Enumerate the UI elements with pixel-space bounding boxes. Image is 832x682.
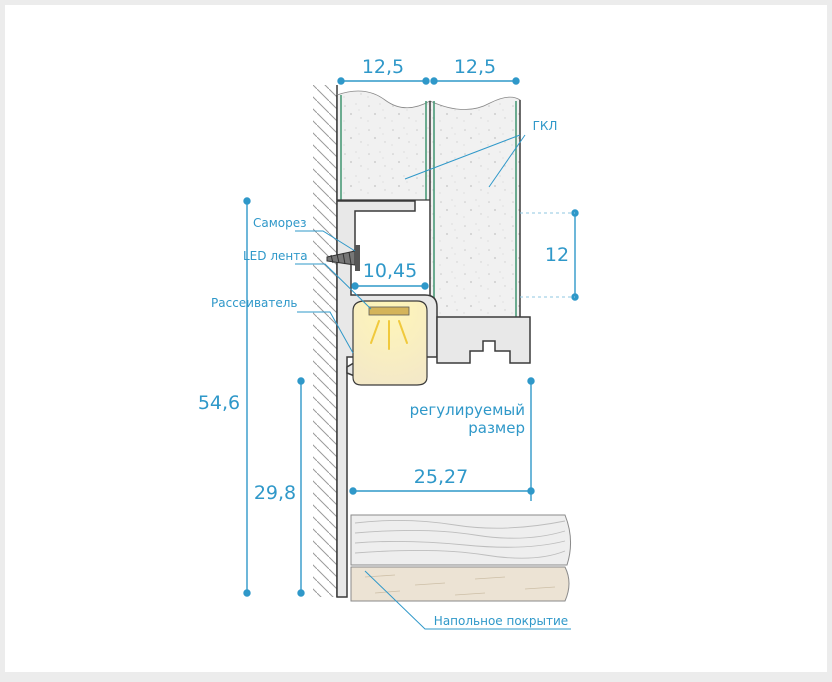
label-adjustable-1: регулируемый (410, 401, 525, 419)
screw-icon (326, 245, 360, 271)
label-screw: Саморез (253, 216, 307, 230)
dim-bottom-depth: 25,27 (414, 466, 468, 488)
profile-cross-section: 12,5 12,5 10,45 12 54,6 29,8 25,27 ГКЛ С… (198, 56, 579, 630)
label-led: LED лента (243, 249, 308, 263)
dimension-lines (243, 77, 579, 597)
label-gkl: ГКЛ (533, 119, 558, 133)
dim-lower-height: 29,8 (254, 482, 296, 504)
wall-hatch (313, 85, 338, 597)
dim-right-board: 12,5 (454, 56, 496, 78)
led-diffuser (352, 300, 428, 386)
label-floor: Напольное покрытие (434, 614, 568, 628)
dim-profile-gap: 10,45 (363, 260, 417, 282)
label-diffuser: Рассеиватель (211, 296, 298, 310)
floor-covering (350, 514, 571, 602)
leader-lines (295, 134, 571, 630)
dim-overlap: 12 (545, 244, 569, 266)
dim-total-height: 54,6 (198, 392, 240, 414)
drywall-boards (336, 90, 521, 318)
label-adjustable-2: размер (468, 419, 525, 437)
dim-left-board: 12,5 (362, 56, 404, 78)
diagram-frame: 12,5 12,5 10,45 12 54,6 29,8 25,27 ГКЛ С… (5, 5, 827, 672)
